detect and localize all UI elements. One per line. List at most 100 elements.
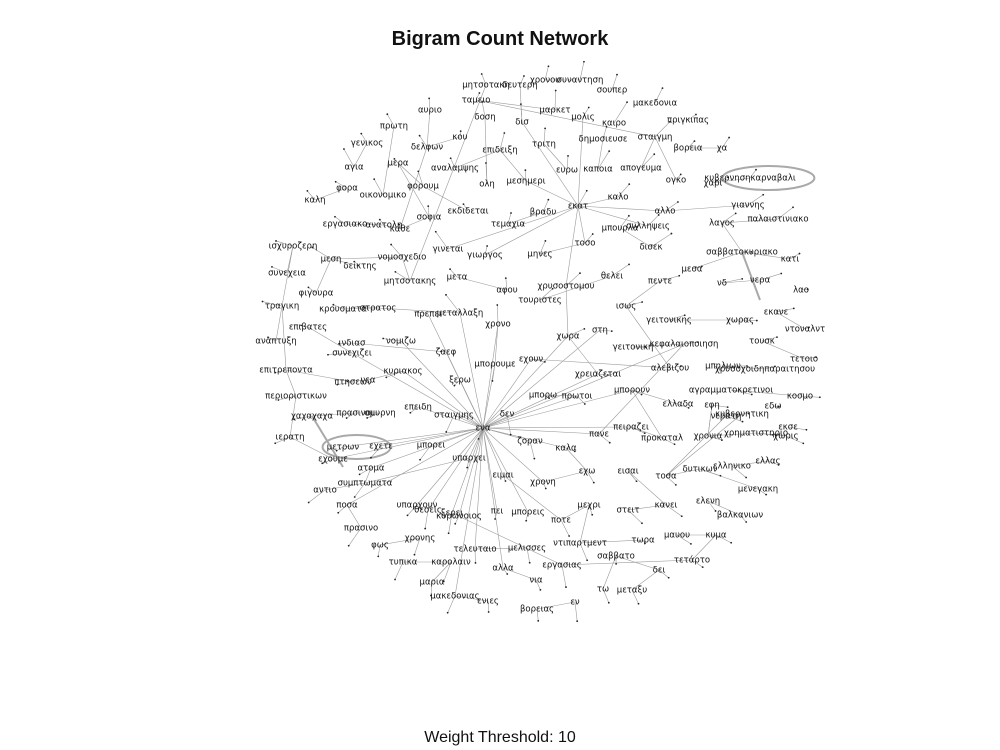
edge-111 — [630, 426, 663, 439]
spoke-62 — [271, 266, 288, 274]
edge-88 — [539, 275, 613, 301]
node-label: μερα — [387, 159, 408, 169]
node-label: ολη — [479, 180, 495, 190]
spoke-122 — [410, 406, 419, 414]
node-dot — [679, 173, 682, 176]
node-dot — [690, 542, 692, 545]
spoke-35 — [525, 170, 527, 182]
node-label: ενα — [476, 424, 491, 434]
edge-44 — [577, 196, 619, 207]
node-dot — [366, 417, 369, 419]
node-label: σταιγμη — [638, 133, 673, 143]
node-label: ισχυροζερη — [269, 242, 318, 252]
node-label: θελει — [601, 272, 623, 282]
node-label: ταμειο — [462, 96, 491, 106]
spoke-81 — [363, 306, 379, 309]
edge-17 — [482, 427, 498, 512]
spoke-141 — [598, 433, 610, 443]
node-dot — [454, 522, 457, 525]
node-label: ισως — [616, 302, 636, 312]
node-dot — [628, 183, 631, 186]
node-label: αγραμματοκρετινοι — [689, 386, 773, 396]
spoke-57 — [584, 233, 593, 244]
spoke-67 — [691, 266, 702, 270]
spoke-9 — [554, 90, 556, 111]
node-dot — [774, 365, 776, 368]
spoke-179 — [561, 564, 567, 588]
edge-146 — [364, 457, 470, 484]
spoke-170 — [454, 515, 460, 524]
node-label: ζαεφ — [436, 348, 457, 358]
node-label: κατι — [781, 255, 800, 265]
edge-99 — [285, 369, 354, 383]
node-label: γειτονικης — [646, 316, 692, 326]
edge-71 — [422, 185, 469, 212]
node-label: μαρια — [420, 578, 445, 588]
node-label: θεσεις — [414, 506, 442, 516]
edge-86 — [456, 276, 508, 291]
spoke-119 — [293, 415, 313, 420]
spoke-133 — [755, 432, 773, 436]
node-dot — [547, 65, 550, 68]
node-dot — [293, 418, 295, 421]
spoke-95 — [599, 329, 612, 332]
node-dot — [338, 342, 340, 345]
node-label: ποτε — [551, 516, 571, 526]
node-dot — [343, 148, 345, 150]
node-dot — [424, 527, 427, 530]
node-label: χρυσοχοιδηπαραιτησου — [715, 365, 815, 375]
spoke-117 — [631, 389, 642, 395]
edge-115 — [665, 468, 701, 477]
spoke-173 — [414, 537, 421, 555]
spoke-48 — [721, 213, 736, 224]
node-dot — [353, 496, 356, 498]
spoke-103 — [530, 358, 545, 363]
node-dot — [419, 458, 421, 461]
node-dot — [747, 412, 750, 415]
spoke-45 — [334, 216, 346, 225]
edge-59 — [543, 143, 568, 171]
node-label: τοσο — [575, 239, 596, 249]
node-dot — [544, 240, 547, 242]
node-dot — [306, 189, 309, 192]
node-label: πρασινο — [344, 524, 378, 534]
node-dot — [533, 457, 536, 460]
spoke-28 — [597, 150, 610, 170]
node-dot — [449, 268, 451, 271]
node-label: τουσκ — [749, 337, 775, 347]
edge-35 — [454, 427, 484, 597]
node-label: βαλκανιων — [717, 511, 763, 521]
node-dot — [386, 113, 389, 116]
node-label: δελφων — [411, 143, 444, 153]
node-dot — [777, 405, 780, 408]
node-label: προκαταλ — [641, 434, 683, 444]
node-label: ογκο — [666, 176, 686, 186]
edge-61 — [640, 136, 656, 169]
node-dot — [487, 611, 490, 613]
node-dot — [334, 215, 336, 218]
node-dot — [496, 304, 499, 306]
spoke-148 — [308, 489, 326, 503]
edge-69 — [397, 162, 424, 187]
spoke-87 — [668, 314, 685, 321]
spoke-166 — [739, 514, 747, 523]
node-dot — [792, 206, 794, 209]
node-label: φορουμ — [407, 182, 439, 192]
node-label: μεταξυ — [617, 586, 647, 596]
spoke-79 — [262, 301, 283, 307]
node-dot — [576, 620, 579, 623]
node-dot — [311, 246, 314, 249]
edge-139 — [315, 258, 332, 294]
spoke-24 — [343, 148, 355, 168]
edge-103 — [730, 389, 801, 397]
edge-41 — [577, 205, 586, 244]
node-label: ελληνικο — [713, 462, 751, 472]
node-dot — [730, 541, 733, 544]
edge-133 — [561, 559, 693, 566]
node-dot — [519, 103, 522, 106]
spoke-16 — [361, 133, 368, 144]
node-label: κοσμο — [787, 392, 813, 402]
spoke-145 — [767, 460, 779, 466]
spoke-10 — [582, 107, 590, 118]
spoke-17 — [543, 128, 546, 145]
